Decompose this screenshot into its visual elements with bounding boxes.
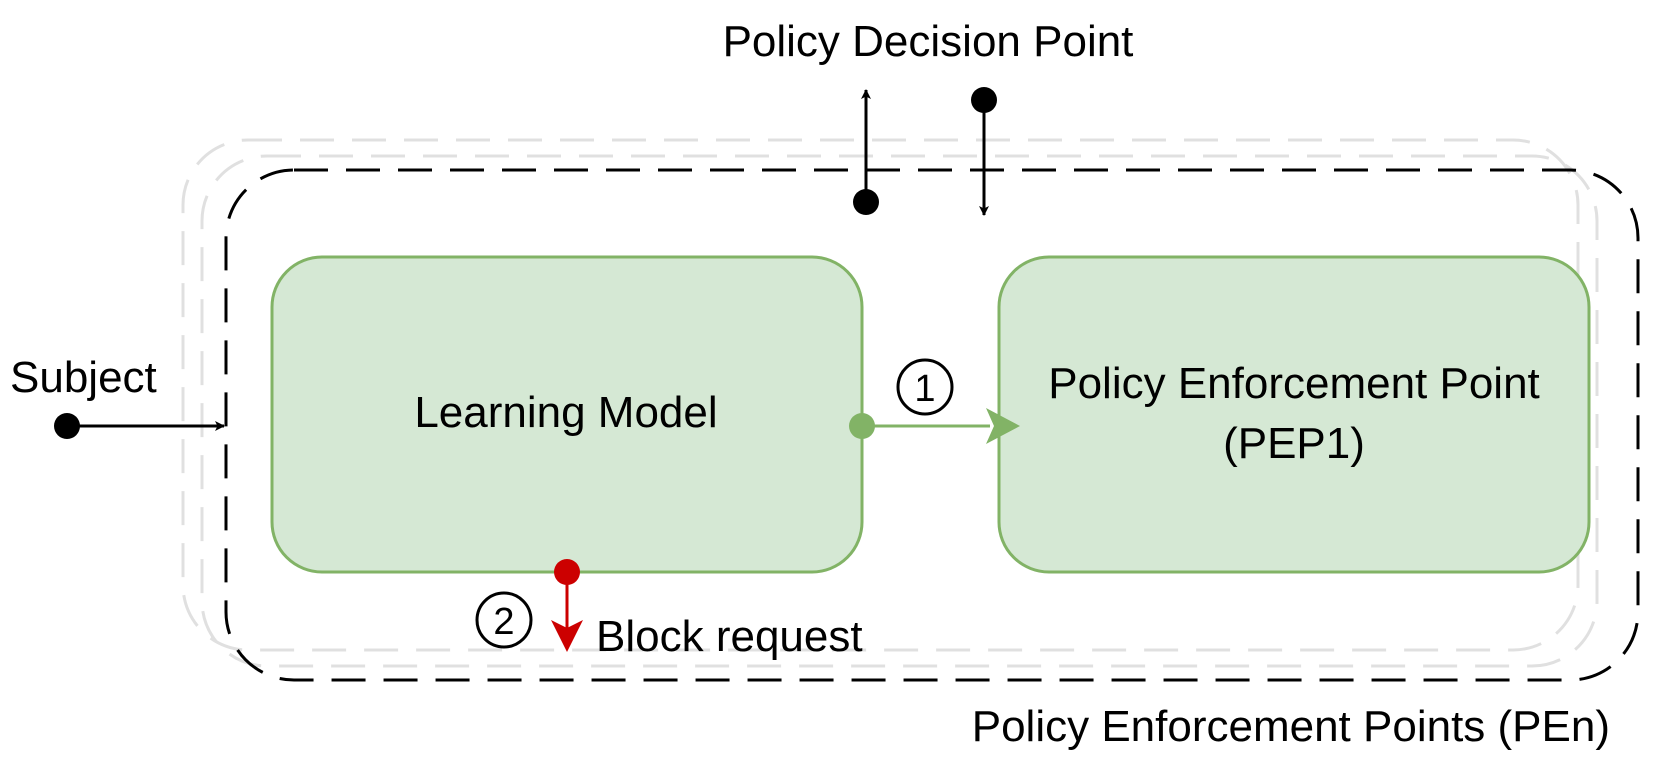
pep1-box	[997, 255, 1591, 574]
pen-label: Policy Enforcement Points (PEn)	[972, 702, 1610, 751]
step1-number: 1	[914, 368, 935, 410]
step2-number: 2	[493, 601, 514, 643]
forward-arrow-origin-dot	[849, 413, 875, 439]
pep-stack-shadow-inner	[200, 154, 1599, 668]
pdp-response-origin-dot	[971, 87, 997, 113]
pep1-label-line1: Policy Enforcement Point	[1048, 359, 1540, 408]
subject-label: Subject	[10, 353, 157, 402]
pep-container-border	[224, 168, 1640, 682]
step2-badge	[475, 591, 533, 649]
subject-origin-dot	[54, 413, 80, 439]
pep-stack-shadow-outer	[181, 138, 1580, 652]
block-request-label: Block request	[596, 612, 863, 661]
pdp-label: Policy Decision Point	[723, 17, 1134, 66]
block-arrow-head	[551, 620, 583, 652]
pep1-label-line2: (PEP1)	[1223, 419, 1365, 468]
forward-arrow-head	[986, 408, 1020, 444]
step1-badge	[896, 358, 954, 416]
pdp-request-origin-dot	[853, 189, 879, 215]
learning-model-label: Learning Model	[414, 388, 717, 437]
block-arrow-origin-dot	[554, 559, 580, 585]
